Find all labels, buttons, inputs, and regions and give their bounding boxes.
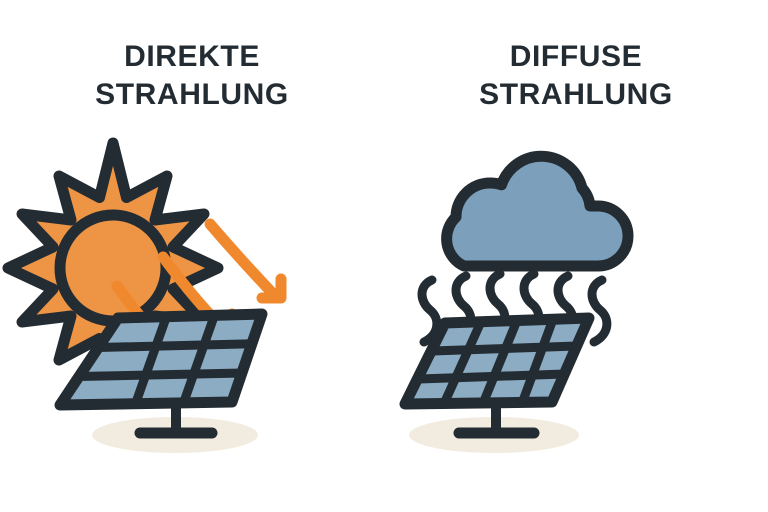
panel-grid bbox=[54, 308, 268, 411]
solar-panel-icon bbox=[54, 308, 268, 439]
solar-panel-icon bbox=[399, 312, 595, 439]
squiggle-ray-icon bbox=[587, 275, 612, 347]
diffuse-radiation-illustration bbox=[384, 120, 768, 480]
direct-radiation-title: DIREKTE STRAHLUNG bbox=[95, 40, 289, 111]
direct-radiation-illustration bbox=[0, 120, 384, 480]
cloud-icon bbox=[441, 150, 634, 272]
diffuse-radiation-panel: DIFFUSE STRAHLUNG bbox=[384, 0, 768, 512]
panel-grid bbox=[399, 312, 595, 410]
direct-radiation-panel: DIREKTE STRAHLUNG bbox=[0, 40, 384, 480]
diffuse-radiation-title: DIFFUSE STRAHLUNG bbox=[479, 40, 673, 111]
sun-ray-arrow-icon bbox=[204, 218, 287, 304]
